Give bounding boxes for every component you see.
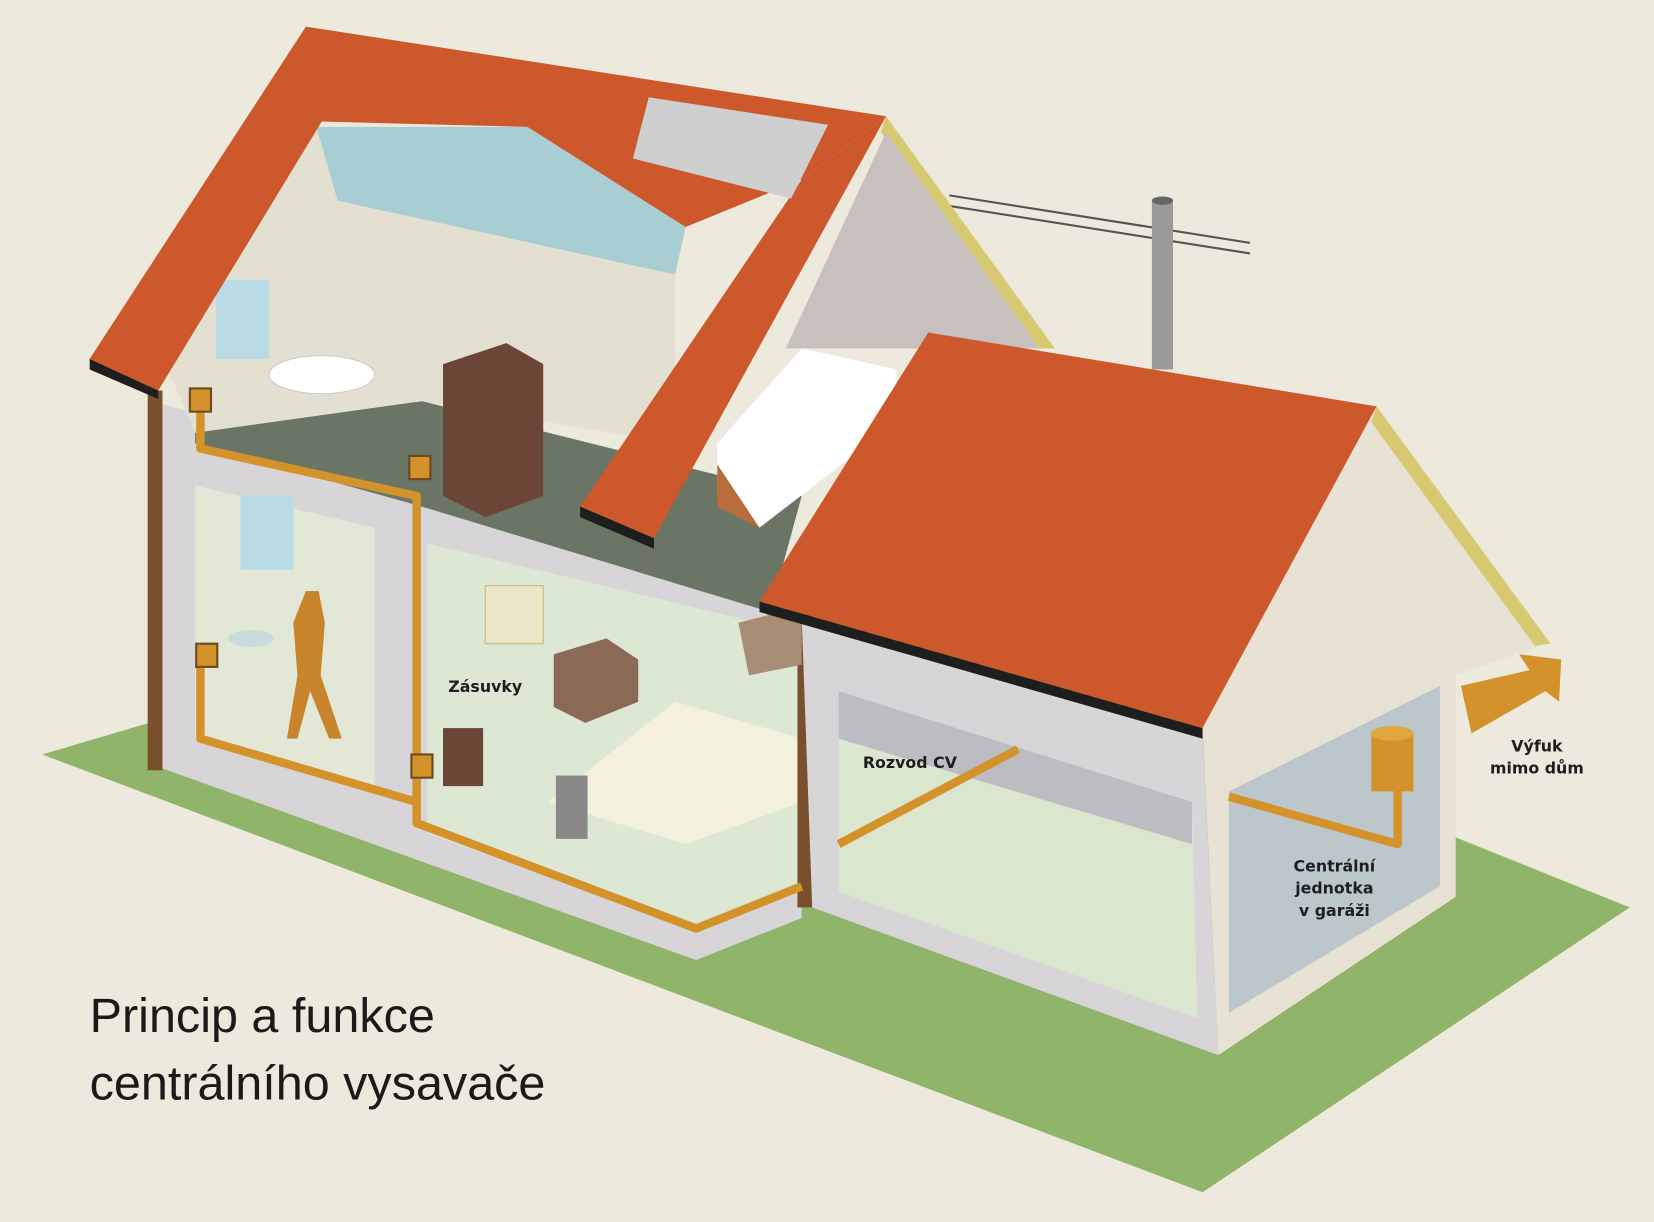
vacuum-piping <box>196 401 1402 933</box>
label-unit-1: Centrální <box>1294 857 1377 876</box>
person-vacuuming <box>286 590 342 739</box>
picture <box>484 585 544 645</box>
main-house <box>147 126 897 961</box>
armchair <box>553 638 639 723</box>
wall-outlets <box>188 387 434 779</box>
title-line-1: Princip a funkce <box>90 989 435 1043</box>
outlet-icon <box>195 642 219 668</box>
bathtub <box>268 355 375 395</box>
label-outlets: Zásuvky <box>448 677 523 696</box>
bed <box>717 348 897 528</box>
exhaust-arrow-icon <box>1460 654 1562 734</box>
window <box>240 496 294 570</box>
wardrobe <box>443 343 544 518</box>
tv <box>555 775 588 839</box>
skylight <box>632 97 829 199</box>
title-line-2: centrálního vysavače <box>90 1056 546 1110</box>
power-pole <box>949 194 1251 370</box>
outlet-icon <box>410 753 434 779</box>
side-table <box>443 728 484 787</box>
table <box>227 629 275 647</box>
label-exhaust-1: Výfuk <box>1511 736 1563 755</box>
garage-roof <box>759 332 1377 729</box>
armchair <box>738 612 802 676</box>
window <box>216 279 269 359</box>
central-unit <box>1371 725 1414 792</box>
outlet-icon <box>188 387 213 413</box>
label-exhaust-2: mimo dům <box>1490 758 1584 777</box>
label-piping: Rozvod CV <box>863 753 958 772</box>
label-unit-2: jednotka <box>1294 879 1373 898</box>
label-unit-3: v garáži <box>1299 901 1370 920</box>
outlet-icon <box>408 454 432 481</box>
main-roof <box>89 26 1055 549</box>
